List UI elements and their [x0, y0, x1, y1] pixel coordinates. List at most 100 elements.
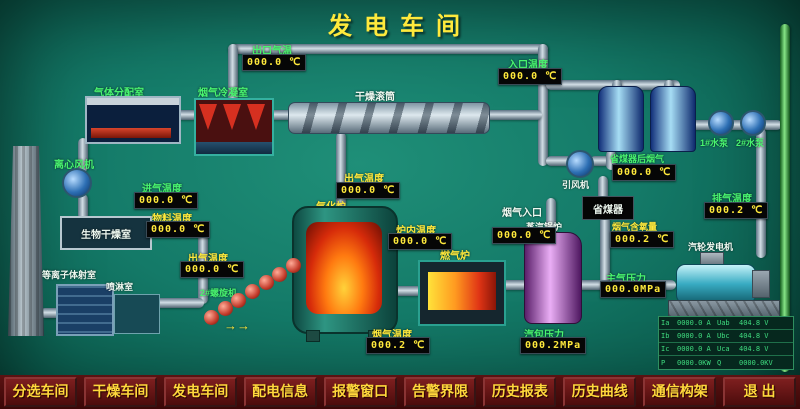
intake-temp-display: 000.0 ℃ — [134, 192, 199, 209]
cell-label: Uca — [717, 345, 730, 353]
menu-drying-workshop-button[interactable]: 干燥车间 — [83, 377, 157, 407]
condenser-triangle-icon — [199, 104, 217, 130]
generator-readout-table: Ia 0000.0 A Uab 404.8 V Ib 0000.0 A Ubc … — [658, 316, 794, 370]
bottom-menu-bar: 分选车间 干燥车间 发电车间 配电信息 报警窗口 告警界限 历史报表 历史曲线 … — [0, 375, 800, 409]
main-steam-pressure-display: 000.0MPa — [600, 281, 667, 298]
intake-temp-label: 进气温度 — [142, 184, 182, 195]
pipe-segment — [486, 110, 542, 120]
induced-fan-icon — [566, 150, 594, 178]
plasma-room-label: 等离子体射室 — [42, 270, 97, 280]
oxygen-content-display: 000.2 ℃ — [610, 231, 675, 248]
flue-gas-temp-label: 烟气温度 — [372, 330, 412, 341]
cell-value: 404.8 V — [739, 345, 769, 353]
pipe-segment — [228, 44, 238, 104]
cell-label: Q — [717, 358, 722, 367]
induced-fan-label: 引风机 — [562, 180, 590, 190]
exhaust-temp-label: 排气温度 — [712, 194, 752, 205]
after-economizer-label: 省煤器后烟气 — [610, 154, 665, 164]
pipe-segment — [606, 150, 616, 170]
pump-2-label: 2#水泵 — [736, 138, 765, 148]
pipe-segment — [756, 128, 766, 258]
cell-value: 0000.0KV — [739, 358, 773, 367]
cell-label: Ubc — [717, 332, 730, 340]
pump-2-icon — [740, 110, 766, 136]
screw-ball-icon — [231, 293, 246, 308]
menu-generation-workshop-button[interactable]: 发电车间 — [163, 377, 237, 407]
cell-value: 0000.0 A — [677, 332, 711, 340]
cell-label: Ia — [661, 319, 670, 327]
table-row: P 0000.0KW Q 0000.0KV — [659, 356, 793, 369]
drum-pressure-display: 000.2MPa — [520, 337, 587, 354]
outgas-temp-center-display: 000.0 ℃ — [336, 182, 401, 199]
turbine-generator-label: 汽轮发电机 — [688, 242, 734, 252]
drying-drum-label: 干燥滚筒 — [355, 92, 395, 103]
pipe-segment — [40, 308, 62, 318]
cell-label: Uab — [717, 319, 730, 327]
furnace-temp-label: 炉内温度 — [396, 226, 436, 237]
cell-label: Ib — [661, 332, 670, 340]
screw-machine-label: 2#螺旋机 — [200, 288, 238, 298]
drum-pressure-label: 汽包压力 — [524, 330, 564, 341]
gas-distribution-red-bar — [91, 128, 171, 138]
pipe-segment — [498, 280, 528, 290]
condenser-triangle-icon — [223, 104, 241, 130]
gasifier — [292, 206, 398, 334]
bio-drying-room: 生物干燥室 — [60, 216, 152, 250]
steam-boiler — [524, 232, 582, 324]
gas-distribution-room — [85, 96, 181, 144]
condenser-triangle-icon — [247, 104, 265, 130]
menu-history-curve-button[interactable]: 历史曲线 — [563, 377, 637, 407]
economizer: 省煤器 — [582, 196, 634, 220]
menu-history-report-button[interactable]: 历史报表 — [483, 377, 557, 407]
menu-exit-button[interactable]: 退 出 — [723, 377, 797, 407]
turbine-end-cap — [752, 270, 770, 298]
gas-distribution-top-band — [87, 98, 179, 105]
chimney — [8, 146, 44, 336]
outgas-temp-left-display: 000.0 ℃ — [180, 261, 245, 278]
menu-alarm-limits-button[interactable]: 告警界限 — [403, 377, 477, 407]
pipe-segment — [546, 198, 556, 236]
gasifier-leg — [306, 330, 320, 342]
pipe-segment — [336, 132, 346, 208]
gas-furnace — [418, 260, 506, 326]
water-tank-2 — [650, 86, 696, 152]
screw-ball-icon — [204, 310, 219, 325]
pipe-segment — [538, 44, 548, 166]
after-economizer-display: 000.0 ℃ — [612, 164, 677, 181]
flow-arrows-icon: →→ — [224, 318, 250, 333]
pipe-segment — [600, 216, 610, 286]
pipe-segment — [546, 156, 572, 166]
screw-ball-icon — [272, 267, 287, 282]
pipe-segment — [266, 110, 294, 120]
main-steam-pressure-label: 主气压力 — [606, 274, 646, 285]
flue-inlet-label: 烟气入口 — [502, 208, 542, 219]
menu-communication-button[interactable]: 通信构架 — [643, 377, 717, 407]
menu-sorting-workshop-button[interactable]: 分选车间 — [4, 377, 77, 407]
cell-label: Ic — [661, 345, 670, 353]
menu-power-distribution-button[interactable]: 配电信息 — [243, 377, 317, 407]
table-row: Ib 0000.0 A Ubc 404.8 V — [659, 330, 793, 343]
menu-alarm-window-button[interactable]: 报警窗口 — [323, 377, 397, 407]
flue-condenser — [194, 98, 274, 156]
water-tank-1 — [598, 86, 644, 152]
page-title: 发电车间 — [328, 13, 472, 40]
spray-room — [114, 294, 160, 334]
pipe-segment — [170, 110, 198, 120]
pipe-segment — [390, 286, 422, 296]
pipe-segment — [690, 120, 782, 130]
pipe-segment-green — [780, 24, 790, 372]
centrifugal-fan-label: 离心风机 — [54, 160, 94, 171]
pump-1-icon — [708, 110, 734, 136]
plasma-room — [56, 284, 114, 336]
gas-furnace-label: 燃气炉 — [440, 251, 470, 262]
table-row: Ia 0000.0 A Uab 404.8 V — [659, 317, 793, 330]
condenser-bottom-band — [196, 142, 272, 154]
cell-value: 0000.0KW — [677, 358, 711, 367]
cell-value: 404.8 V — [739, 319, 769, 327]
pipe-segment — [78, 194, 88, 220]
furnace-temp-display: 000.0 ℃ — [388, 233, 453, 250]
cell-label: P — [661, 358, 666, 367]
drying-drum — [288, 102, 490, 134]
pipe-segment — [228, 44, 548, 54]
